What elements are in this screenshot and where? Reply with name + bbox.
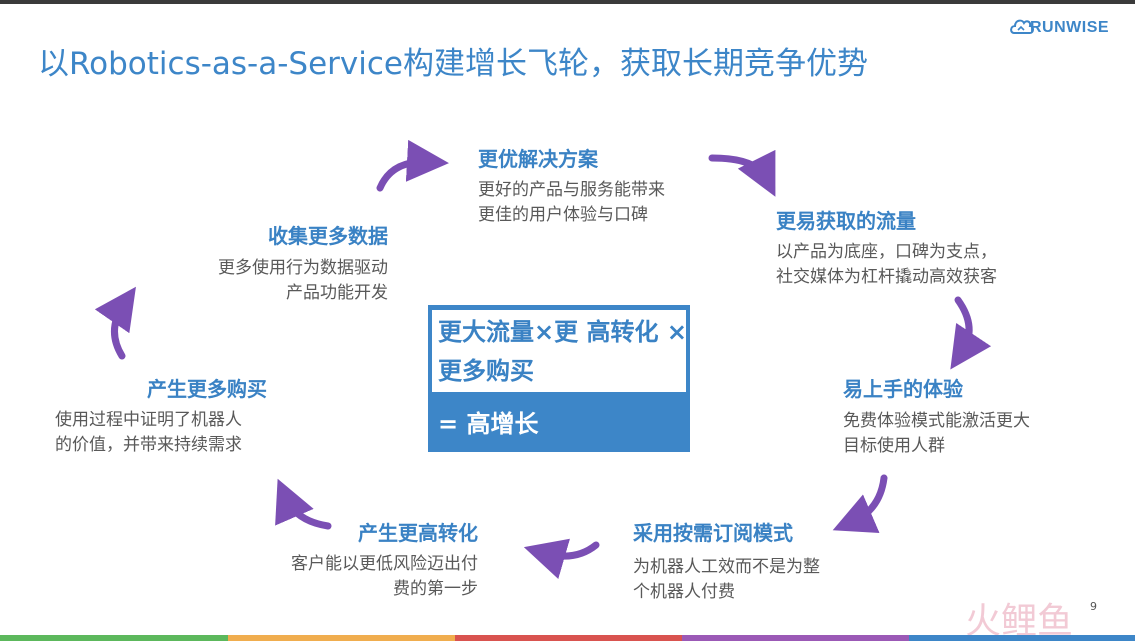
node-conversion-desc: 客户能以更低风险迈出付 费的第一步 bbox=[198, 552, 478, 602]
node-purchase-desc: 使用过程中证明了机器人 的价值，并带来持续需求 bbox=[55, 408, 242, 458]
slide-title: 以Robotics-as-a-Service构建增长飞轮，获取长期竞争优势 bbox=[38, 46, 868, 82]
node-easy-desc: 免费体验模式能激活更大 目标使用人群 bbox=[843, 409, 1030, 459]
node-subscription-title: 采用按需订阅模式 bbox=[633, 521, 793, 545]
node-solution-title: 更优解决方案 bbox=[478, 147, 598, 171]
bottom-bar-red bbox=[455, 635, 682, 641]
arrow-conversion-to-purchase bbox=[275, 478, 332, 530]
node-subscription-desc: 为机器人工效而不是为整 个机器人付费 bbox=[633, 555, 820, 605]
center-box-inner bbox=[432, 310, 686, 392]
node-data-desc: 更多使用行为数据驱动 产品功能开发 bbox=[148, 256, 388, 306]
node-conversion-title: 产生更高转化 bbox=[358, 521, 478, 545]
bottom-bar-green bbox=[0, 635, 228, 641]
node-traffic-title: 更易获取的流量 bbox=[776, 209, 916, 233]
top-bar bbox=[0, 0, 1135, 4]
logo-text: RUNWISE bbox=[1030, 19, 1110, 36]
cloud-logo-icon bbox=[1010, 19, 1034, 34]
center-formula: 更大流量×更 高转化 × 更多购买 bbox=[438, 318, 687, 385]
page-number: 9 bbox=[1090, 600, 1097, 613]
arrow-solution-to-traffic bbox=[708, 149, 776, 197]
node-purchase-desc-line2: 的价值，并带来持续需求 bbox=[55, 435, 242, 455]
node-solution-desc-line2: 更佳的用户体验与口碑 bbox=[478, 205, 648, 225]
bottom-bar-orange bbox=[228, 635, 455, 641]
node-subscription-desc-line1: 为机器人工效而不是为整 bbox=[633, 557, 820, 577]
bottom-bar-purple bbox=[682, 635, 909, 641]
node-solution-desc: 更好的产品与服务能带来 更佳的用户体验与口碑 bbox=[478, 178, 665, 228]
arrow-subscription-to-conversion bbox=[523, 538, 600, 580]
node-purchase-title: 产生更多购买 bbox=[147, 377, 267, 401]
center-result: = 高增长 bbox=[438, 410, 539, 438]
node-easy-desc-line2: 目标使用人群 bbox=[843, 436, 945, 456]
node-purchase-desc-line1: 使用过程中证明了机器人 bbox=[55, 410, 242, 430]
node-traffic-desc-line2: 社交媒体为杠杆撬动高效获客 bbox=[776, 267, 997, 287]
node-traffic-desc: 以产品为底座，口碑为支点， 社交媒体为杠杆撬动高效获客 bbox=[776, 240, 997, 290]
node-data-desc-line2: 产品功能开发 bbox=[286, 283, 388, 303]
arrow-data-to-solution bbox=[376, 139, 449, 192]
node-data-title: 收集更多数据 bbox=[268, 224, 388, 248]
node-data-desc-line1: 更多使用行为数据驱动 bbox=[218, 258, 388, 278]
node-easy-desc-line1: 免费体验模式能激活更大 bbox=[843, 411, 1030, 431]
node-solution-desc-line1: 更好的产品与服务能带来 bbox=[478, 180, 665, 200]
node-conversion-desc-line2: 费的第一步 bbox=[393, 579, 478, 599]
bottom-bar-blue bbox=[909, 635, 1135, 641]
node-conversion-desc-line1: 客户能以更低风险迈出付 bbox=[291, 554, 478, 574]
node-subscription-desc-line2: 个机器人付费 bbox=[633, 582, 735, 602]
arrow-traffic-to-easy bbox=[950, 296, 992, 370]
arrow-purchase-to-data bbox=[94, 286, 136, 360]
node-traffic-desc-line1: 以产品为底座，口碑为支点， bbox=[776, 242, 997, 262]
node-easy-title: 易上手的体验 bbox=[843, 377, 963, 401]
arrow-easy-to-subscription bbox=[832, 474, 888, 534]
